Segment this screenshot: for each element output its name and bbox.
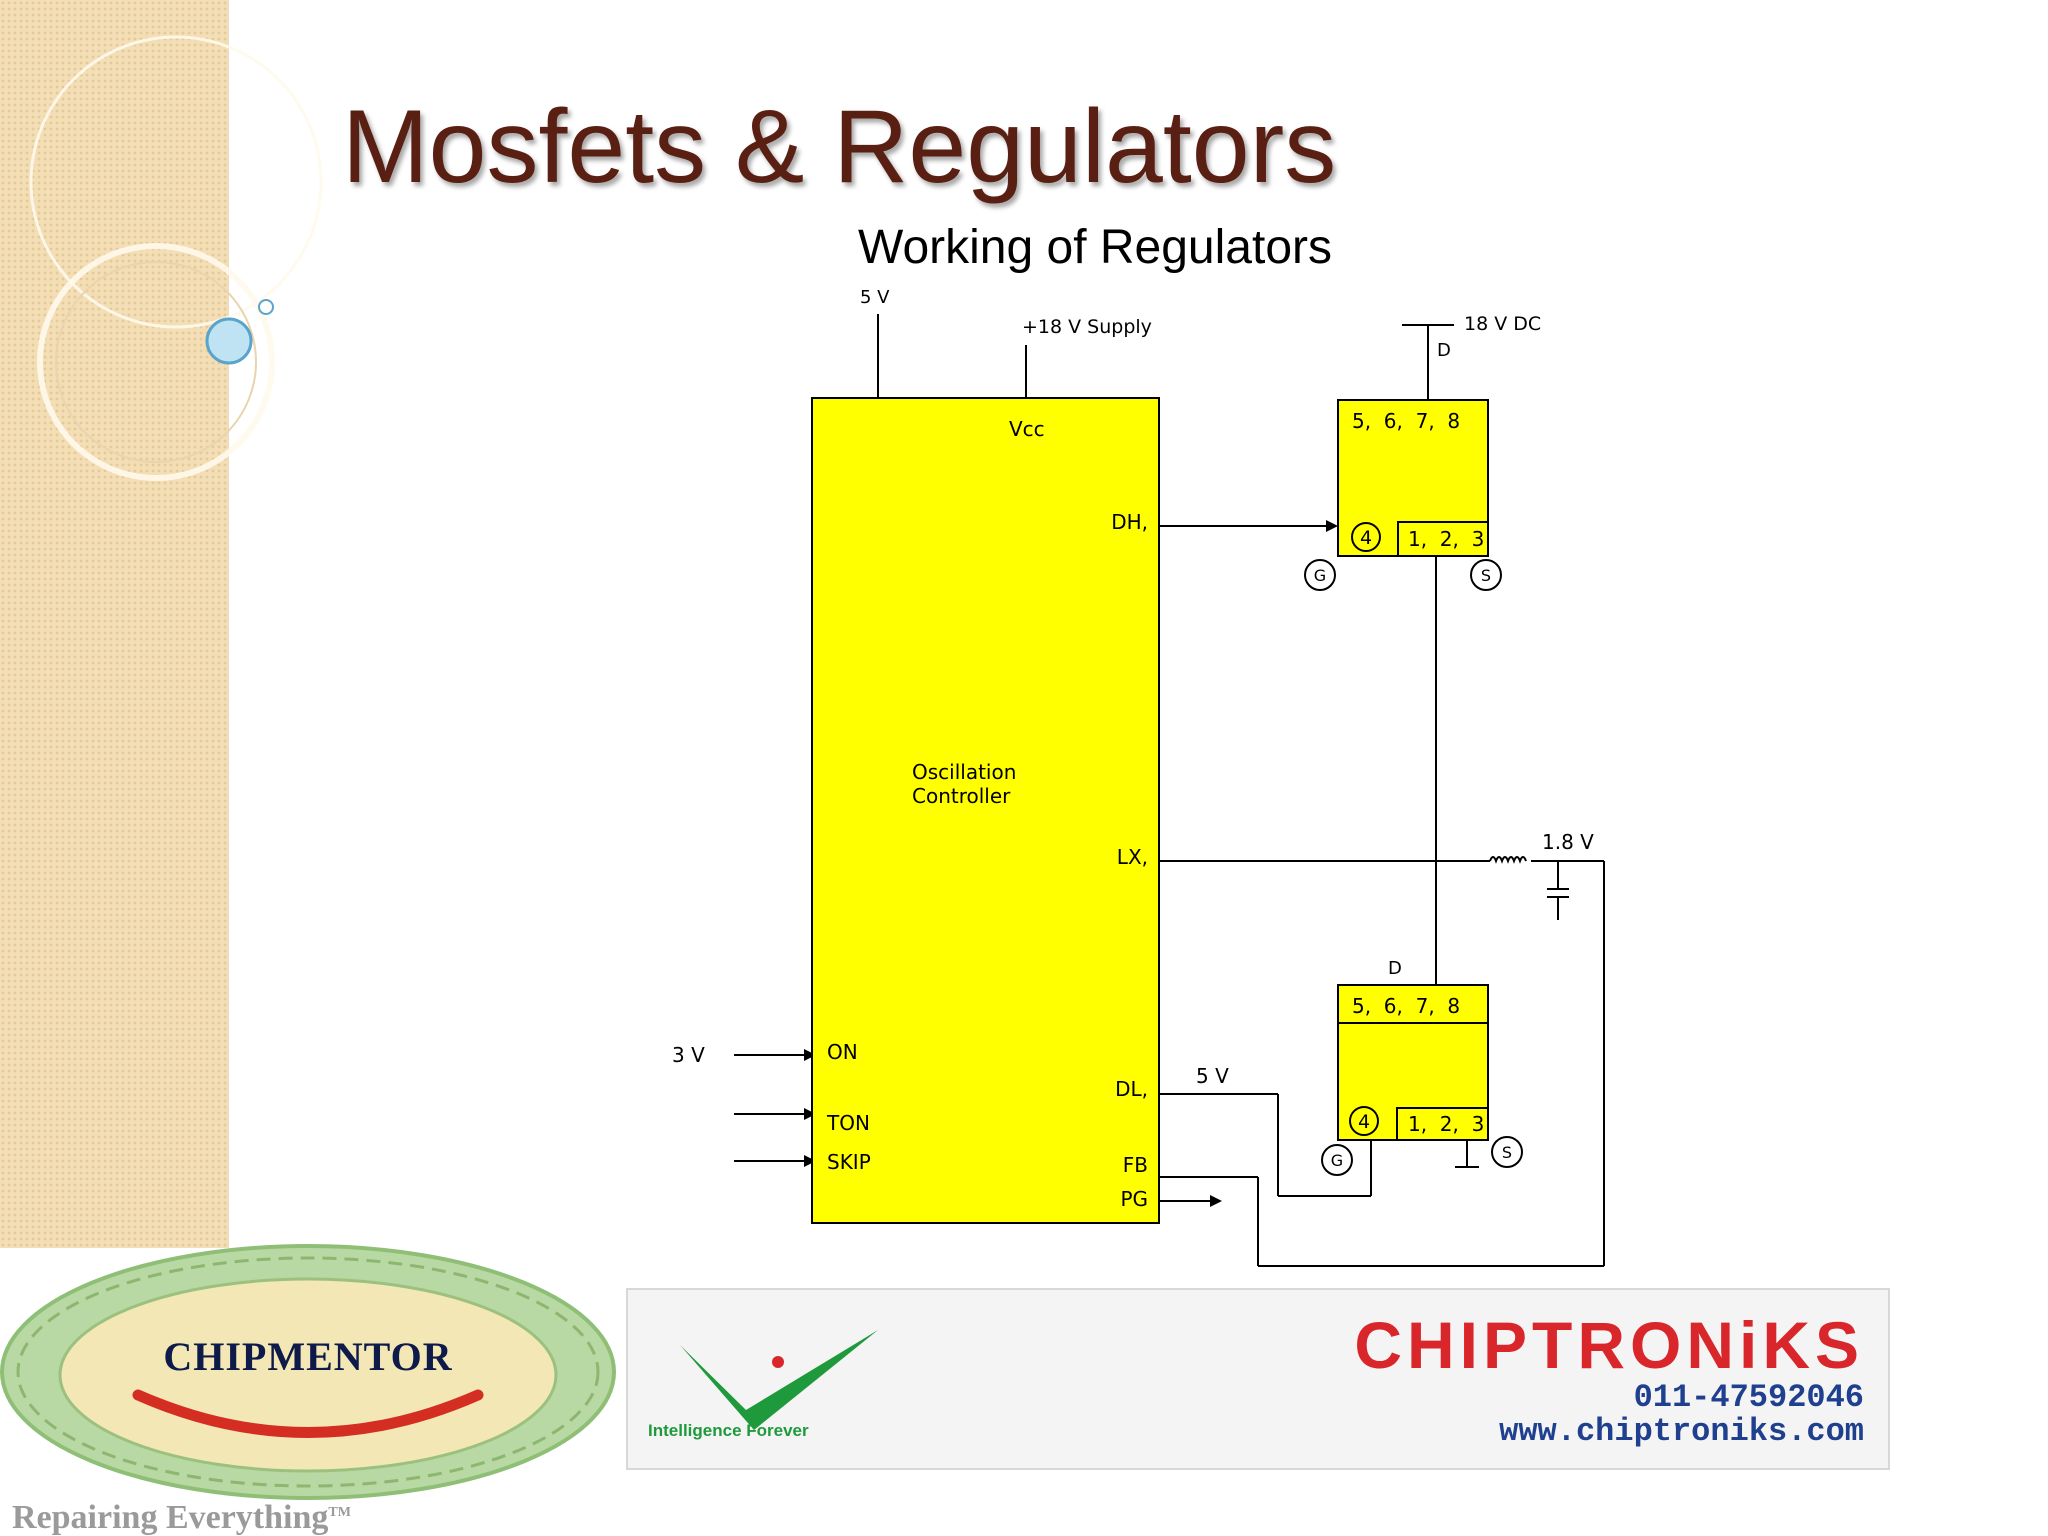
- high-mosfet-g-marker-icon: [1304, 559, 1336, 591]
- low-mosfet-g-text: G: [1331, 1151, 1343, 1170]
- pin-fb-label: FB: [1123, 1153, 1148, 1177]
- low-mosfet-source-pins: 1, 2, 3: [1408, 1112, 1484, 1136]
- high-mosfet-g-text: G: [1314, 566, 1326, 585]
- chipmentor-text: CHIPMENTOR: [163, 1334, 452, 1379]
- slide-title: Mosfets & Regulators: [342, 89, 1337, 205]
- chiptroniks-website: www.chiptroniks.com: [1499, 1413, 1864, 1450]
- chiptroniks-wordmark: CHIPTRONiKS: [1354, 1308, 1864, 1382]
- high-mosfet-gate-pin: 4: [1360, 527, 1372, 549]
- checkmark-dot-icon: [772, 1356, 784, 1368]
- decorative-rings: [29, 35, 323, 481]
- smile-icon: [132, 1389, 484, 1438]
- low-mosfet-g-marker-icon: [1321, 1144, 1353, 1176]
- high-side-mosfet: D 5, 6, 7, 8 4 1, 2, 3 G S: [1304, 340, 1502, 591]
- bubble-large-icon: [205, 317, 253, 365]
- checkmark-icon: [680, 1330, 878, 1430]
- chipmentor-logo: CHIPMENTOR Repairing EverythingTM: [0, 1244, 616, 1536]
- pin-vcc-label: Vcc: [1009, 417, 1045, 441]
- pin-on-label: ON: [827, 1040, 858, 1064]
- high-mosfet-s-text: S: [1481, 566, 1491, 585]
- chiptroniks-slogan: Intelligence Forever: [648, 1421, 809, 1440]
- inductor-symbol: [1489, 856, 1527, 864]
- label-3v: 3 V: [672, 1043, 705, 1067]
- pin-pg-label: PG: [1120, 1187, 1148, 1211]
- oscillation-controller-block: [811, 397, 1160, 1224]
- label-18v-dc: 18 V DC: [1464, 313, 1541, 335]
- decorative-sidebar: [0, 0, 229, 1248]
- low-mosfet-s-marker-icon: [1491, 1136, 1523, 1168]
- high-mosfet-source-pins: 1, 2, 3: [1408, 527, 1484, 551]
- bubble-small-icon: [258, 299, 274, 315]
- low-mosfet-gate-pin: 4: [1358, 1111, 1370, 1133]
- label-1-8v: 1.8 V: [1542, 830, 1594, 854]
- label-5v-top: 5 V: [860, 287, 890, 308]
- pin-skip-label: SKIP: [827, 1150, 871, 1174]
- pin-ton-label: TON: [826, 1111, 870, 1135]
- high-mosfet-s-marker-icon: [1470, 559, 1502, 591]
- chiptroniks-phone: 011-47592046: [1634, 1379, 1864, 1416]
- pin-dh-label: DH,: [1111, 510, 1148, 534]
- controller-label-line2: Controller: [912, 784, 1011, 808]
- label-5v-dl: 5 V: [1196, 1064, 1229, 1088]
- chiptroniks-logo: Intelligence Forever CHIPTRONiKS 011-475…: [648, 1308, 1864, 1450]
- chipmentor-tagline: Repairing EverythingTM: [12, 1499, 351, 1536]
- low-mosfet-drain-label: D: [1388, 958, 1402, 979]
- pin-lx-label: LX,: [1117, 845, 1148, 869]
- low-mosfet-drain-pins: 5, 6, 7, 8: [1352, 994, 1460, 1018]
- slide-subtitle: Working of Regulators: [858, 221, 1332, 274]
- low-mosfet-s-text: S: [1502, 1143, 1512, 1162]
- label-plus18v-supply: +18 V Supply: [1022, 316, 1152, 338]
- pin-dl-label: DL,: [1115, 1077, 1148, 1101]
- high-mosfet-drain-pins: 5, 6, 7, 8: [1352, 409, 1460, 433]
- low-side-mosfet: D 5, 6, 7, 8 4 1, 2, 3 G S: [1321, 958, 1523, 1176]
- chiptroniks-banner: Intelligence Forever CHIPTRONiKS 011-475…: [626, 1288, 1890, 1470]
- high-mosfet-drain-label: D: [1437, 340, 1451, 361]
- controller-label-line1: Oscillation: [912, 760, 1016, 784]
